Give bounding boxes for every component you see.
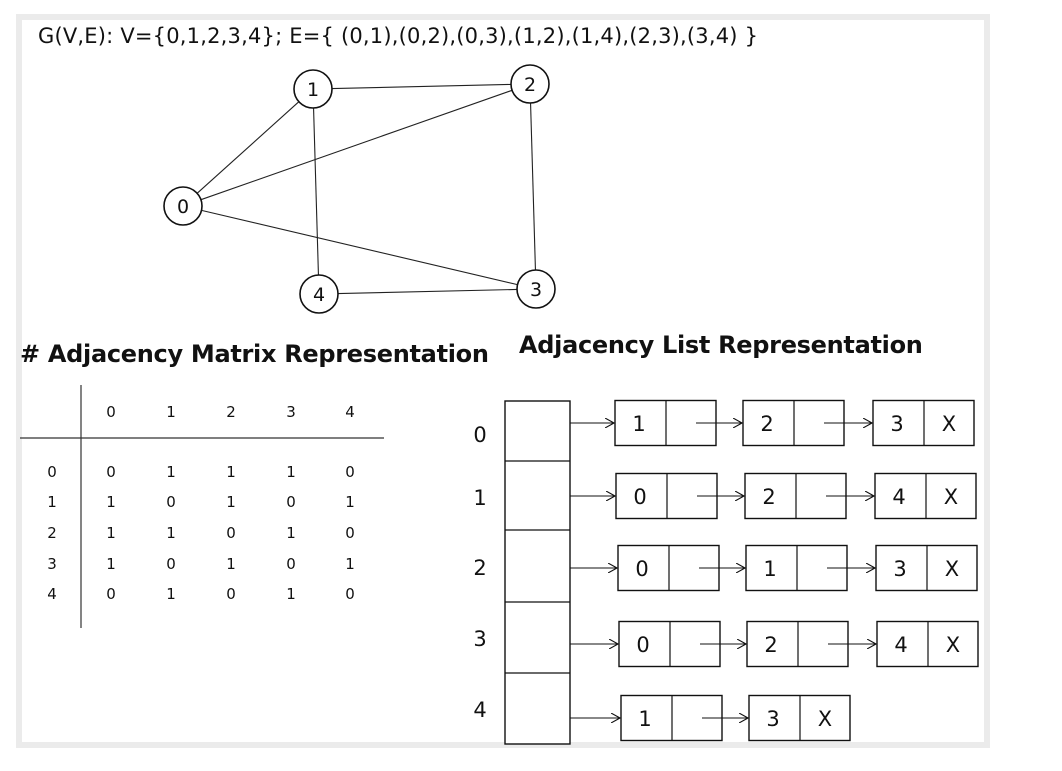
list-node-value-4-1: 3	[766, 707, 779, 731]
matrix-heading: # Adjacency Matrix Representation	[20, 340, 489, 368]
graph-node-label-2: 2	[524, 74, 536, 96]
matrix-col-header-3: 3	[286, 403, 296, 421]
matrix-cell-1-1: 0	[166, 493, 176, 511]
matrix-cell-1-0: 1	[106, 493, 116, 511]
matrix-cell-4-2: 0	[226, 585, 236, 603]
adjacency-matrix: 0 1 2 3 4 0 0 1 1 1 0 1 1 0 1 0 1 2 1 1 0 1 0 3 1 0 1 0 1 4 0 1 0 1 0	[20, 385, 384, 628]
list-null-marker-0: X	[942, 412, 956, 436]
head-array	[504, 400, 571, 745]
matrix-row-header-0: 0	[47, 463, 57, 481]
matrix-cell-4-3: 1	[286, 585, 296, 603]
head-index-2: 2	[473, 556, 486, 580]
list-null-marker-3: X	[946, 633, 960, 657]
graph-edge-1-2	[331, 83, 512, 90]
list-node-value-0-2: 3	[890, 412, 903, 436]
graph-node-label-3: 3	[530, 279, 542, 301]
graph-edge-3-4	[337, 288, 518, 295]
matrix-cell-3-3: 0	[286, 555, 296, 573]
graph-node-label-1: 1	[307, 79, 319, 101]
list-node-value-0-1: 2	[760, 412, 773, 436]
matrix-cell-3-4: 1	[345, 555, 355, 573]
matrix-cell-0-4: 0	[345, 463, 355, 481]
head-index-1: 1	[473, 486, 486, 510]
graph-node-label-4: 4	[313, 284, 325, 306]
graph-edge-0-3	[201, 209, 518, 286]
graph-edge-0-2	[200, 89, 513, 201]
list-node-value-1-1: 2	[762, 485, 775, 509]
list-node-value-2-1: 1	[763, 557, 776, 581]
list-null-marker-2: X	[945, 557, 959, 581]
graph-node-1	[293, 69, 333, 109]
matrix-cell-3-1: 0	[166, 555, 176, 573]
graph-edge-0-1	[196, 101, 300, 194]
matrix-row-header-1: 1	[47, 493, 57, 511]
graph-node-0	[163, 186, 203, 226]
matrix-cell-4-4: 0	[345, 585, 355, 603]
matrix-cell-3-0: 1	[106, 555, 116, 573]
list-null-marker-1: X	[944, 485, 958, 509]
matrix-col-header-0: 0	[106, 403, 116, 421]
matrix-col-header-2: 2	[226, 403, 236, 421]
matrix-cell-1-3: 0	[286, 493, 296, 511]
list-node-value-3-0: 0	[636, 633, 649, 657]
matrix-cell-2-3: 1	[286, 524, 296, 542]
list-node-value-2-2: 3	[893, 557, 906, 581]
matrix-cell-0-3: 1	[286, 463, 296, 481]
list-node-value-1-0: 0	[633, 485, 646, 509]
list-node-value-3-2: 4	[894, 633, 907, 657]
graph-node-label-0: 0	[177, 196, 189, 218]
matrix-cell-3-2: 1	[226, 555, 236, 573]
matrix-cell-2-1: 1	[166, 524, 176, 542]
graph-node-3	[516, 269, 556, 309]
head-index-0: 0	[473, 423, 486, 447]
matrix-cell-2-2: 0	[226, 524, 236, 542]
list-heading: Adjacency List Representation	[519, 331, 923, 359]
matrix-col-header-4: 4	[345, 403, 355, 421]
matrix-cell-4-0: 0	[106, 585, 116, 603]
matrix-cell-0-2: 1	[226, 463, 236, 481]
matrix-cell-0-1: 1	[166, 463, 176, 481]
graph-edge-2-3	[530, 102, 536, 271]
list-node-value-4-0: 1	[638, 707, 651, 731]
head-index-4: 4	[473, 698, 486, 722]
list-node-value-3-1: 2	[764, 633, 777, 657]
graph-drawing: 0 1 2 3 4	[163, 64, 556, 314]
graph-edge-1-4	[313, 107, 319, 276]
matrix-cell-1-4: 1	[345, 493, 355, 511]
graph-definition-title: G(V,E): V={0,1,2,3,4}; E={ (0,1),(0,2),(…	[38, 24, 759, 48]
matrix-row-header-2: 2	[47, 524, 57, 542]
head-index-3: 3	[473, 627, 486, 651]
list-node-value-1-2: 4	[892, 485, 905, 509]
matrix-cell-1-2: 1	[226, 493, 236, 511]
list-null-marker-4: X	[818, 707, 832, 731]
matrix-row-header-3: 3	[47, 555, 57, 573]
graph-node-2	[510, 64, 550, 104]
matrix-cell-2-4: 0	[345, 524, 355, 542]
matrix-row-header-4: 4	[47, 585, 57, 603]
matrix-col-header-1: 1	[166, 403, 176, 421]
list-node-value-2-0: 0	[635, 557, 648, 581]
graph-node-4	[299, 274, 339, 314]
matrix-cell-0-0: 0	[106, 463, 116, 481]
matrix-cell-4-1: 1	[166, 585, 176, 603]
list-node-value-0-0: 1	[632, 412, 645, 436]
matrix-cell-2-0: 1	[106, 524, 116, 542]
